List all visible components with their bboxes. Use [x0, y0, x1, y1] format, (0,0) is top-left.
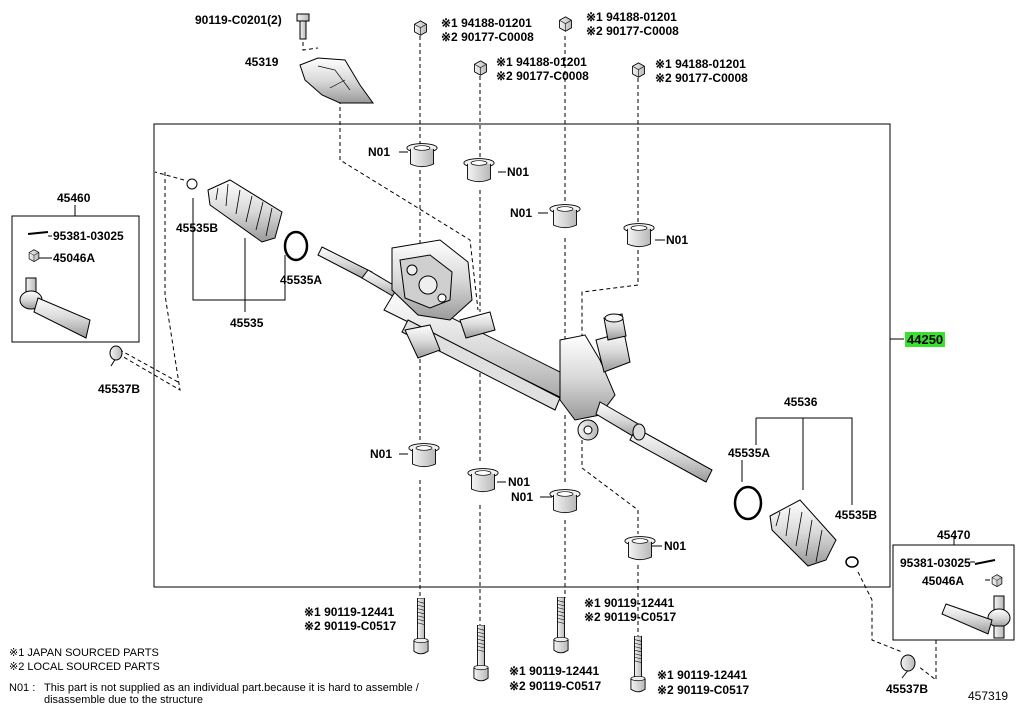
label-fastener-3a: ※1 94188-01201: [496, 55, 587, 69]
bolt-icon: [296, 13, 310, 40]
bolt-icon: [630, 636, 646, 693]
clamp-icon: [186, 178, 198, 190]
clamp-icon: [845, 556, 859, 568]
label-fastener-2a: ※1 94188-01201: [586, 10, 677, 24]
label-cotter-pin-right: 95381-03025: [900, 556, 971, 570]
label-bushing: N01: [507, 165, 530, 179]
bushing-icon: [549, 489, 581, 514]
bushing-icon: [623, 223, 655, 248]
label-fastener-3b: ※2 90177-C0008: [496, 69, 589, 83]
dust-cover-icon: [109, 345, 123, 361]
dust-cover-icon: [900, 654, 916, 672]
note-n01-label: N01 :: [9, 682, 36, 694]
label-cotter-pin-left: 95381-03025: [53, 229, 124, 243]
label-right-tie-rod-set: 45470: [937, 528, 971, 542]
note-n01-line1: This part is not supplied as an individu…: [44, 682, 419, 694]
label-bracket: 45319: [245, 55, 279, 69]
label-boot-left: 45535: [230, 316, 264, 330]
diagram-id: 457319: [968, 689, 1009, 703]
tie-rod-end-icon: [941, 595, 1011, 639]
label-bolt-4a: ※1 90119-12441: [657, 668, 748, 682]
label-dust-cover-left: 45537B: [98, 382, 141, 396]
label-bolt-2a: ※1 90119-12441: [584, 596, 675, 610]
bracket-icon: [299, 57, 374, 104]
clip-icon: [283, 230, 309, 262]
label-bolt-3a: ※1 90119-12441: [509, 664, 600, 678]
bolt-icon: [553, 597, 569, 654]
label-rack-assembly[interactable]: 44250: [905, 332, 946, 347]
label-nut-left: 45046A: [53, 251, 96, 265]
note-n01-line2: disassemble due to the structure: [44, 694, 203, 706]
tie-rod-end-icon: [19, 277, 91, 339]
nut-icon: [632, 62, 645, 78]
label-left-tie-rod-set: 45460: [57, 191, 91, 205]
label-bolt-1b: ※2 90119-C0517: [304, 619, 397, 633]
label-bushing: N01: [511, 490, 534, 504]
label-fastener-4b: ※2 90177-C0008: [655, 71, 748, 85]
nut-icon: [414, 20, 427, 36]
label-clip-left: 45535A: [280, 273, 323, 287]
nut-icon: [991, 574, 1003, 587]
steering-rack-icon: [317, 239, 713, 483]
label-bolt-4b: ※2 90119-C0517: [657, 683, 750, 697]
label-clip-right: 45535A: [728, 446, 771, 460]
label-bushing: N01: [664, 539, 687, 553]
boot-icon: [769, 499, 837, 567]
highlight-44250[interactable]: 44250: [905, 332, 946, 347]
label-fastener-4a: ※1 94188-01201: [655, 57, 746, 71]
note-japan-sourced: ※1 JAPAN SOURCED PARTS: [9, 647, 159, 659]
label-bolt-1a: ※1 90119-12441: [304, 605, 395, 619]
nut-icon: [559, 16, 572, 32]
bushing-icon: [549, 204, 581, 229]
label-fastener-1a: ※1 94188-01201: [441, 16, 532, 30]
clip-icon: [733, 485, 763, 521]
label-bushing: N01: [370, 447, 393, 461]
label-clamp-right: 45535B: [835, 508, 878, 522]
boot-icon: [207, 179, 283, 243]
bushing-icon: [463, 158, 495, 183]
label-bolt-3b: ※2 90119-C0517: [509, 679, 602, 693]
label-bushing: N01: [368, 145, 391, 159]
bushing-icon: [406, 143, 438, 168]
bushing-icon: [467, 468, 499, 493]
label-bushing: N01: [508, 475, 531, 489]
label-nut-right: 45046A: [922, 574, 965, 588]
label-bolt-2b: ※2 90119-C0517: [584, 610, 677, 624]
cotter-pin-icon: [27, 231, 49, 235]
bushing-icon: [408, 443, 440, 468]
cotter-pin-icon: [974, 559, 996, 565]
bolt-icon: [473, 625, 489, 682]
nut-icon: [28, 249, 40, 262]
bushing-icon: [624, 536, 656, 561]
bolt-icon: [413, 598, 429, 655]
label-bushing: N01: [510, 206, 533, 220]
label-boot-right: 45536: [784, 395, 818, 409]
label-bushing: N01: [666, 233, 689, 247]
label-fastener-2b: ※2 90177-C0008: [586, 24, 679, 38]
nut-icon: [474, 60, 487, 76]
label-bolt-top-left: 90119-C0201(2): [195, 13, 282, 27]
label-fastener-1b: ※2 90177-C0008: [441, 30, 534, 44]
label-clamp-left: 45535B: [176, 221, 219, 235]
note-local-sourced: ※2 LOCAL SOURCED PARTS: [9, 661, 160, 673]
label-dust-cover-right: 45537B: [886, 682, 929, 696]
